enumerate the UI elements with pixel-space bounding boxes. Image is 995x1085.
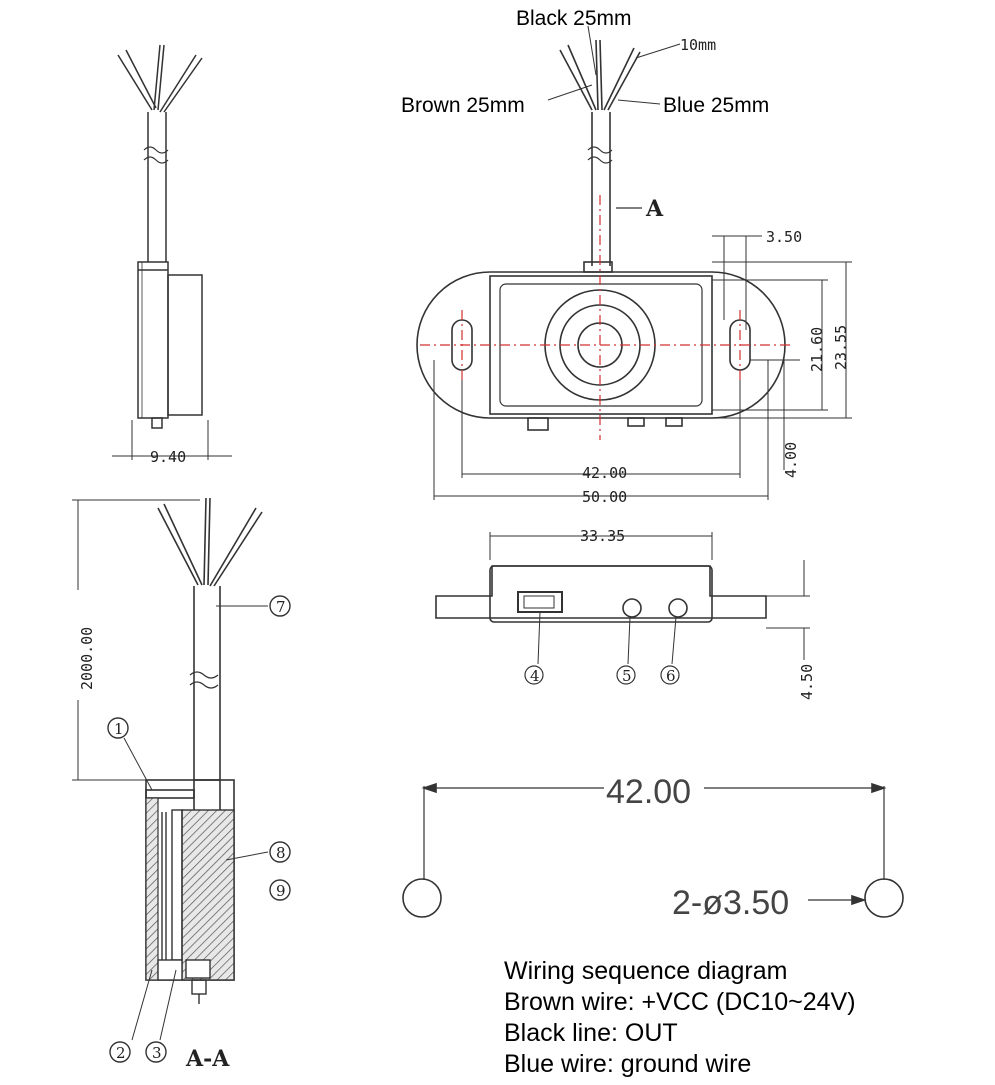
callout-2: 2 [116,1044,126,1062]
side-view [112,44,232,460]
callout-1: 1 [114,720,124,738]
dim-flange-thickness: 4.50 [798,664,816,700]
dim-bottom-body-width: 33.35 [580,527,625,545]
label-black-wire: Black 25mm [516,7,632,30]
section-label: A-A [185,1046,230,1072]
dim-total-length: 50.00 [582,488,627,506]
wiring-brown: Brown wire: +VCC (DC10~24V) [504,988,856,1016]
label-brown-wire: Brown 25mm [401,94,525,117]
dim-height-outer: 23.55 [832,325,850,370]
callout-8: 8 [276,844,286,862]
callout-4: 4 [530,667,540,685]
dim-hole-pitch-large: 42.00 [606,773,691,811]
dim-height-inner: 21.60 [808,327,826,372]
section-hatch [181,809,235,981]
wiring-title: Wiring sequence diagram [504,957,788,985]
section-internals [107,595,291,1063]
dim-hole-spacing: 42.00 [582,464,627,482]
label-blue-wire: Blue 25mm [663,94,769,117]
label-10mm: 10mm [680,36,716,54]
dim-bottom-offset: 4.00 [782,442,800,478]
wiring-black: Black line: OUT [504,1019,678,1047]
callout-9: 9 [276,882,286,900]
wiring-notes: Wiring sequence diagram Brown wire: +VCC… [504,956,856,1080]
callout-7: 7 [276,598,286,616]
wiring-blue: Blue wire: ground wire [504,1050,752,1078]
bottom-view [435,532,810,685]
section-marker-a: A [645,196,664,222]
callout-5: 5 [622,667,632,685]
dim-hole-offset: 3.50 [766,228,802,246]
callout-6: 6 [666,667,676,685]
dim-side-width: 9.40 [150,448,186,466]
hole-pattern [402,782,904,918]
hole-callout: 2-ø3.50 [672,884,789,922]
center-lines [420,195,790,440]
section-hatch-left [145,797,159,981]
callout-3: 3 [152,1044,162,1062]
dim-cable-length: 2000.00 [78,627,96,690]
